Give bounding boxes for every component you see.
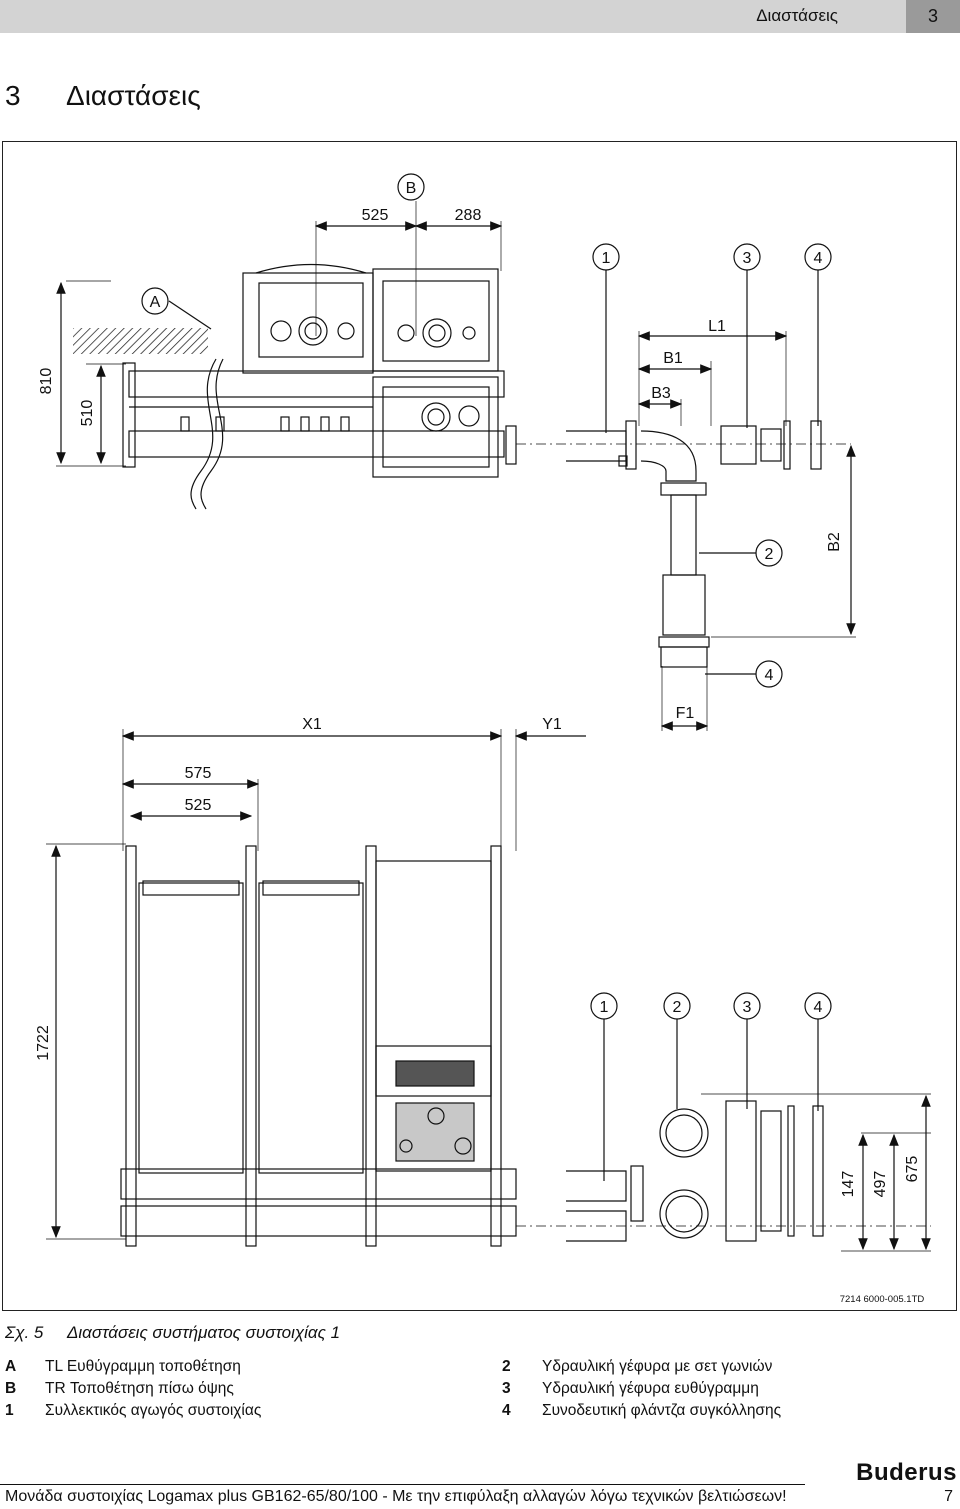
callout-3-bottom: 3 xyxy=(743,999,752,1016)
frame-post-1 xyxy=(125,845,137,1247)
boiler-front-1 xyxy=(138,882,244,1174)
callout-4-mid: 4 xyxy=(765,667,774,684)
figure-code: 7214 6000-005.1TD xyxy=(840,1294,925,1305)
caption-number: Σχ. 5 xyxy=(5,1323,44,1342)
label-X1: X1 xyxy=(302,716,322,733)
label-B1: B1 xyxy=(663,350,683,367)
label-497: 497 xyxy=(872,1171,889,1198)
callout-3-top: 3 xyxy=(743,250,752,267)
label-510: 510 xyxy=(79,400,96,427)
dimension-drawing: B A 525 288 1 3 4 L1 B1 B3 2 4 F1 X1 Y1 … xyxy=(35,173,931,1305)
header-chapter-number: 3 xyxy=(906,0,960,33)
boiler-front-2 xyxy=(258,882,364,1174)
wall-hatch xyxy=(73,328,208,354)
frame-post-3 xyxy=(365,845,377,1247)
label-810: 810 xyxy=(38,368,55,395)
label-525: 525 xyxy=(185,797,212,814)
label-B3: B3 xyxy=(651,385,671,402)
callout-1-top: 1 xyxy=(602,250,611,267)
caption-text: Διαστάσεις συστήματος συστοιχίας 1 xyxy=(67,1323,341,1342)
section-title: Διαστάσεις xyxy=(66,80,201,111)
label-F1: F1 xyxy=(676,705,695,722)
page-number: 7 xyxy=(944,1488,953,1505)
footer-rule xyxy=(0,1484,805,1485)
label-Y1: Y1 xyxy=(542,716,562,733)
callout-2-top: 2 xyxy=(765,546,774,563)
header-pipe-top xyxy=(128,370,505,398)
label-288: 288 xyxy=(455,207,482,224)
section-number: 3 xyxy=(5,80,21,111)
frame-post-2 xyxy=(245,845,257,1247)
figure-caption: Σχ. 5 Διαστάσεις συστήματος συστοιχίας 1 xyxy=(5,1323,340,1343)
label-A: A xyxy=(150,294,161,311)
label-575: 575 xyxy=(185,765,212,782)
label-L1: L1 xyxy=(708,318,726,335)
label-1722: 1722 xyxy=(35,1025,52,1061)
label-B2: B2 xyxy=(826,532,843,552)
boiler-top-1 xyxy=(242,272,374,374)
boiler-top-3 xyxy=(372,376,499,478)
header-bar: Διαστάσεις xyxy=(0,0,906,33)
brand-logo: Buderus xyxy=(856,1459,957,1486)
front-header-pipe-bottom xyxy=(120,1205,517,1237)
header-pipe-bottom xyxy=(128,430,505,458)
footer-text: Μονάδα συστοιχίας Logamax plus GB162-65/… xyxy=(5,1488,787,1505)
label-147: 147 xyxy=(840,1171,857,1198)
label-675: 675 xyxy=(904,1156,921,1183)
callout-4-bottom: 4 xyxy=(814,999,823,1016)
header-title: Διαστάσεις xyxy=(756,6,838,25)
callout-4-top: 4 xyxy=(814,250,823,267)
label-525-top: 525 xyxy=(362,207,389,224)
figure-frame: B A 525 288 1 3 4 L1 B1 B3 2 4 F1 X1 Y1 … xyxy=(2,141,957,1311)
boiler-top-2 xyxy=(372,268,499,372)
boiler-front-3 xyxy=(375,860,492,1172)
frame-post-4 xyxy=(490,845,502,1247)
front-header-pipe-top xyxy=(120,1168,517,1200)
label-B: B xyxy=(406,180,417,197)
callout-2-bottom: 2 xyxy=(673,999,682,1016)
callout-1-bottom: 1 xyxy=(600,999,609,1016)
